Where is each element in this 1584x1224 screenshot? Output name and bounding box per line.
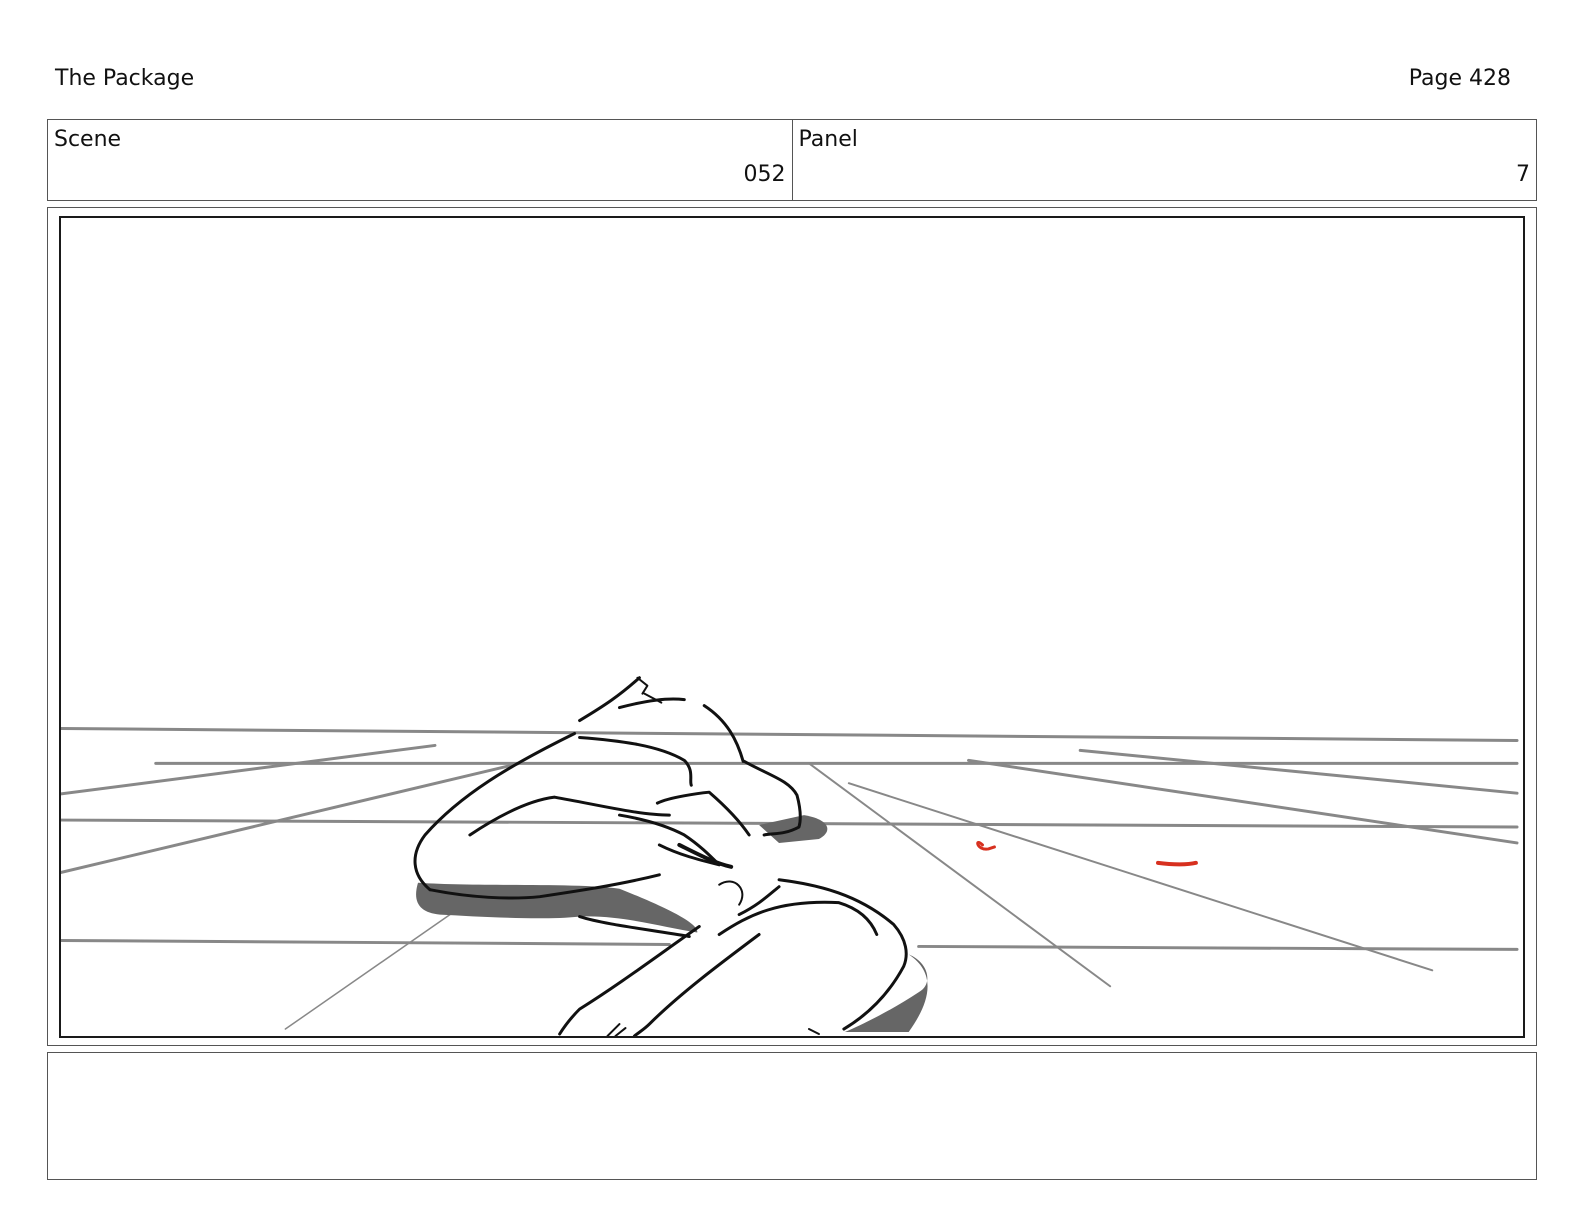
panel-number: 7 bbox=[1516, 162, 1530, 187]
figure-shadow bbox=[416, 815, 928, 1033]
notes-box bbox=[47, 1052, 1537, 1180]
floor-grid bbox=[61, 727, 1519, 1030]
scene-label: Scene bbox=[54, 127, 122, 152]
scene-number: 052 bbox=[743, 162, 786, 187]
panel-cell: Panel 7 bbox=[791, 120, 1537, 200]
scene-cell: Scene 052 bbox=[48, 120, 792, 200]
panel-frame bbox=[59, 216, 1525, 1038]
scene-panel-info: Scene 052 Panel 7 bbox=[47, 119, 1537, 201]
panel-container bbox=[47, 207, 1537, 1046]
red-marks bbox=[976, 840, 1198, 867]
crouching-figure bbox=[413, 676, 908, 1036]
panel-label: Panel bbox=[798, 127, 858, 152]
storyboard-sketch bbox=[61, 676, 1519, 1036]
page-number: Page 428 bbox=[1408, 66, 1511, 91]
storyboard-title: The Package bbox=[55, 66, 195, 91]
